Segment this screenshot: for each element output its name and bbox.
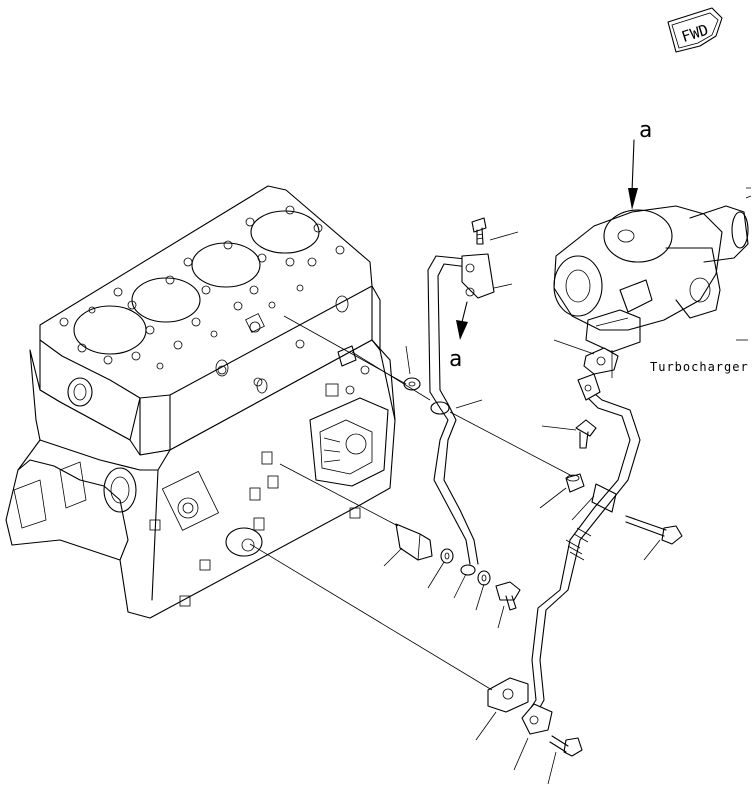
oil-return-pipe — [521, 373, 641, 735]
ref-a-pipe-label: a — [449, 347, 462, 372]
plug-sleeve — [565, 473, 585, 493]
turbocharger — [553, 187, 752, 353]
ref-a-top-label: a — [639, 118, 652, 143]
connector-fitting — [395, 523, 433, 561]
arrow-a-top — [628, 139, 638, 210]
bolt-top — [471, 217, 487, 245]
bolt-clamp — [625, 515, 683, 545]
washer-low-1 — [440, 548, 454, 564]
bolt-bottom — [549, 735, 583, 757]
bolt-turbo-outlet — [575, 419, 597, 449]
washer-mid — [403, 377, 421, 391]
washer-low-2 — [477, 570, 491, 586]
engine-block — [5, 185, 396, 619]
block-gasket — [487, 677, 529, 713]
explode-lines — [249, 315, 613, 691]
turbo-gasket — [583, 347, 619, 375]
oil-inlet-pipe — [427, 253, 495, 576]
turbocharger-label: Turbocharger — [650, 360, 749, 374]
arrow-a-pipe — [456, 301, 468, 340]
leader-lines — [383, 231, 748, 785]
fwd-arrow-icon: FWD — [667, 7, 723, 53]
bolt-low — [495, 581, 521, 611]
